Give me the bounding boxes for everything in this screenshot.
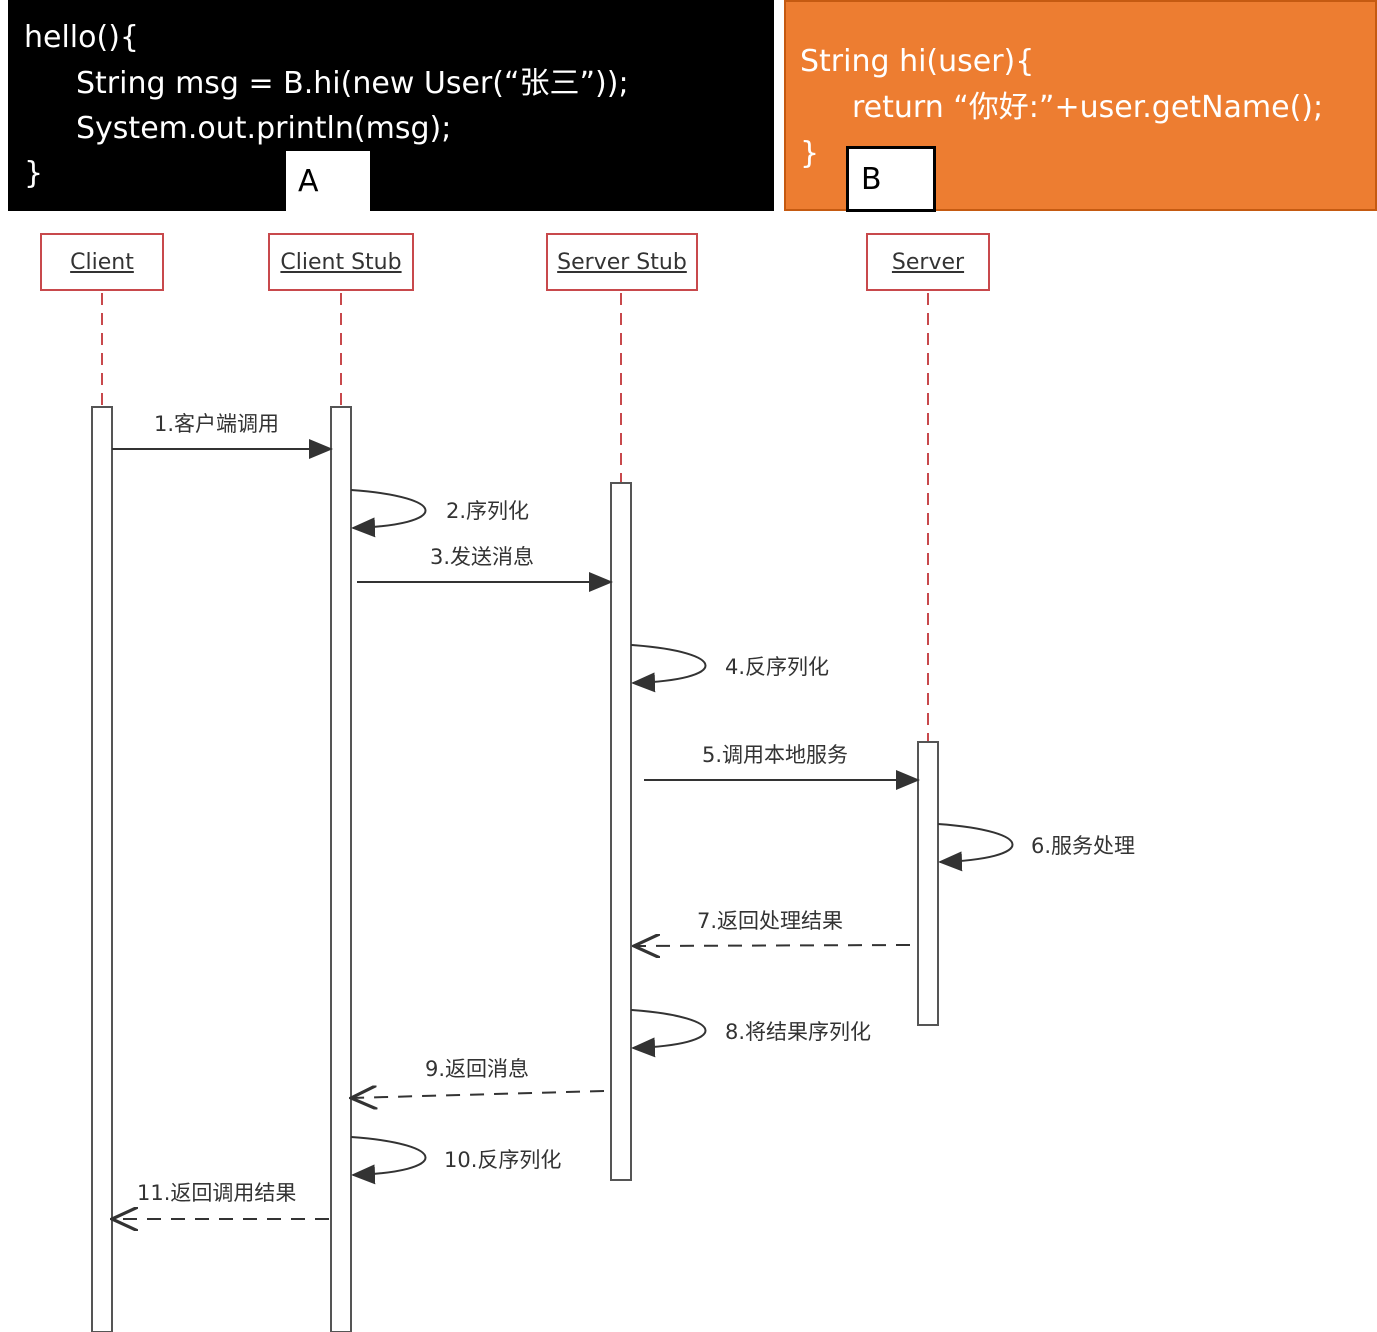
code-line: } — [24, 156, 44, 191]
message-arrow-10 — [350, 1136, 427, 1185]
code-line: String hi(user){ — [800, 44, 1035, 79]
activation-client-stub — [330, 406, 352, 1332]
message-label-1: 1.客户端调用 — [154, 412, 280, 436]
code-line: System.out.println(msg); — [76, 111, 452, 146]
code-line: return “你好:”+user.getName(); — [852, 90, 1324, 125]
participant-server-stub: Server Stub — [546, 233, 698, 291]
participant-client: Client — [40, 233, 164, 291]
message-arrow-4 — [630, 644, 707, 693]
code-line: String msg = B.hi(new User(“张三”)); — [76, 66, 629, 101]
message-arrow-7 — [634, 945, 911, 946]
message-arrow-2 — [350, 489, 427, 538]
message-label-2: 2.序列化 — [446, 499, 530, 523]
label-a: A — [286, 151, 370, 211]
message-label-10: 10.反序列化 — [444, 1148, 562, 1172]
activation-client — [91, 406, 113, 1332]
sequence-diagram-graphics — [91, 293, 1014, 1332]
message-label-5: 5.调用本地服务 — [702, 743, 849, 767]
code-line: } — [800, 136, 820, 171]
message-label-11: 11.返回调用结果 — [137, 1181, 297, 1205]
message-label-7: 7.返回处理结果 — [697, 909, 844, 933]
code-line: hello(){ — [24, 20, 139, 55]
message-arrow-6 — [937, 823, 1014, 872]
code-panel-a: hello(){ String msg = B.hi(new User(“张三”… — [8, 0, 774, 211]
message-arrow-9 — [351, 1091, 605, 1098]
sequence-diagram: Client Client Stub Server Stub Server 1.… — [0, 215, 1377, 1332]
activation-server-stub — [610, 482, 632, 1181]
activation-server — [917, 741, 939, 1026]
message-label-4: 4.反序列化 — [725, 655, 830, 679]
message-label-3: 3.发送消息 — [430, 545, 535, 569]
participant-server: Server — [866, 233, 990, 291]
message-label-9: 9.返回消息 — [425, 1057, 530, 1081]
message-label-6: 6.服务处理 — [1031, 834, 1136, 858]
label-b: B — [846, 146, 936, 212]
message-label-8: 8.将结果序列化 — [725, 1020, 872, 1044]
message-arrow-8 — [630, 1009, 707, 1058]
participant-client-stub: Client Stub — [268, 233, 414, 291]
